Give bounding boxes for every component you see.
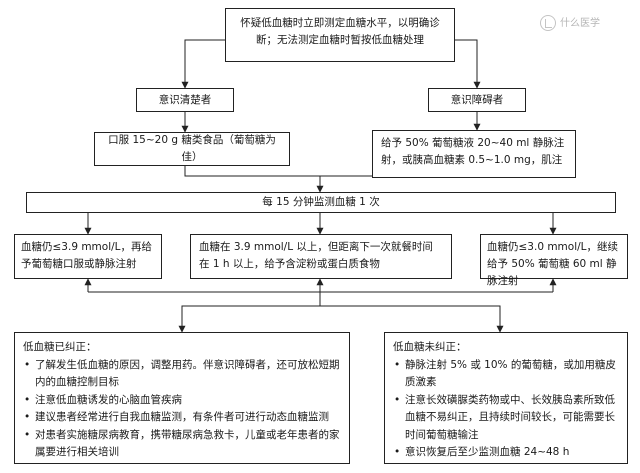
outcome-low30-node: 血糖仍≤3.0 mmol/L，继续给予 50% 葡萄糖 60 ml 静脉注射 bbox=[480, 234, 628, 287]
iv-treatment-text: 给予 50% 葡萄糖液 20~40 ml 静脉注射，或胰高血糖素 0.5~1.0… bbox=[381, 137, 565, 166]
list-item: 建议患者经常进行自我血糖监测，有条件者可进行动态血糖监测 bbox=[23, 409, 341, 427]
impaired-node-text: 意识障碍者 bbox=[450, 93, 504, 106]
impaired-node: 意识障碍者 bbox=[428, 88, 526, 112]
corrected-list: 了解发生低血糖的原因，调整用药。伴意识障碍者，还可放松短期内的血糖控制目标 注意… bbox=[23, 357, 341, 462]
outcome-above39-node: 血糖在 3.9 mmol/L 以上，但距离下一次就餐时间在 1 h 以上，给予含… bbox=[190, 234, 452, 279]
line-oral-to-merge bbox=[184, 166, 320, 177]
list-item: 了解发生低血糖的原因，调整用药。伴意识障碍者，还可放松短期内的血糖控制目标 bbox=[23, 357, 341, 392]
list-item: 意识恢复后至少监测血糖 24~48 h bbox=[393, 444, 619, 462]
conscious-node: 意识清楚者 bbox=[136, 88, 234, 112]
uncorrected-list: 静脉注射 5% 或 10% 的葡萄糖，或加用糖皮质激素 注意长效磺脲类药物或中、… bbox=[393, 357, 619, 462]
corrected-title: 低血糖已纠正： bbox=[23, 341, 97, 353]
list-item: 注意长效磺脲类药物或中、长效胰岛素所致低血糖不易纠正，且持续时间较长，可能需要长… bbox=[393, 392, 619, 445]
outcome-low39-node: 血糖仍≤3.9 mmol/L，再给予葡萄糖口服或静脉注射 bbox=[14, 234, 162, 279]
start-node-text: 怀疑低血糖时立即测定血糖水平，以明确诊断；无法测定血糖时暂按低血糖处理 bbox=[240, 17, 440, 46]
list-item: 静脉注射 5% 或 10% 的葡萄糖，或加用糖皮质激素 bbox=[393, 357, 619, 392]
arrow-to-corrected bbox=[178, 305, 320, 333]
watermark-logo: 什么医学 bbox=[540, 14, 600, 31]
outcome-low39-text: 血糖仍≤3.9 mmol/L，再给予葡萄糖口服或静脉注射 bbox=[21, 241, 153, 270]
start-node: 怀疑低血糖时立即测定血糖水平，以明确诊断；无法测定血糖时暂按低血糖处理 bbox=[225, 8, 455, 62]
oral-treatment-text: 口服 15~20 g 糖类食品（葡萄糖为佳） bbox=[108, 134, 276, 163]
uncorrected-title: 低血糖未纠正： bbox=[393, 341, 467, 353]
list-item: 注意低血糖诱发的心脑血管疾病 bbox=[23, 392, 341, 410]
watermark-icon bbox=[540, 15, 556, 31]
iv-treatment-node: 给予 50% 葡萄糖液 20~40 ml 静脉注射，或胰高血糖素 0.5~1.0… bbox=[372, 130, 576, 178]
monitor-node: 每 15 分钟监测血糖 1 次 bbox=[26, 192, 616, 213]
arrow-to-uncorrected bbox=[320, 305, 504, 333]
conscious-node-text: 意识清楚者 bbox=[158, 93, 212, 106]
outcome-low30-text: 血糖仍≤3.0 mmol/L，继续给予 50% 葡萄糖 60 ml 静脉注射 bbox=[487, 241, 619, 287]
outcome-above39-text: 血糖在 3.9 mmol/L 以上，但距离下一次就餐时间在 1 h 以上，给予含… bbox=[199, 241, 433, 270]
oral-treatment-node: 口服 15~20 g 糖类食品（葡萄糖为佳） bbox=[94, 132, 290, 166]
monitor-node-text: 每 15 分钟监测血糖 1 次 bbox=[262, 196, 380, 208]
watermark-text: 什么医学 bbox=[560, 18, 600, 29]
uncorrected-box: 低血糖未纠正： 静脉注射 5% 或 10% 的葡萄糖，或加用糖皮质激素 注意长效… bbox=[384, 332, 628, 464]
list-item: 对患者实施糖尿病教育，携带糖尿病急救卡，儿童或老年患者的家属要进行相关培训 bbox=[23, 427, 341, 462]
corrected-box: 低血糖已纠正： 了解发生低血糖的原因，调整用药。伴意识障碍者，还可放松短期内的血… bbox=[14, 332, 350, 464]
arrow-start-to-conscious bbox=[181, 39, 225, 89]
arrow-start-to-impaired bbox=[455, 39, 481, 89]
